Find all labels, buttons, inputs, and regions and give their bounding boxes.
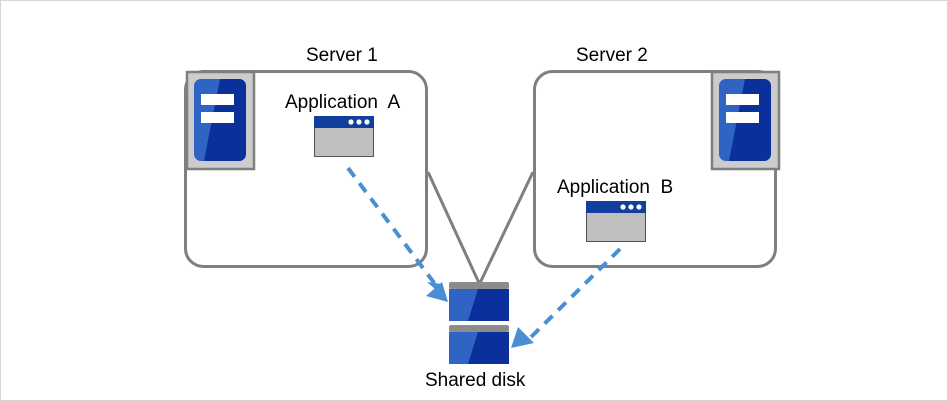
shared-disk-label: Shared disk (425, 370, 526, 391)
dataflow-arrow-app-a-to-disk (346, 166, 448, 302)
server-icon (185, 70, 256, 171)
disk-stack-icon (449, 282, 509, 364)
server-icon (710, 70, 781, 171)
connector-server2-disk (478, 171, 535, 284)
application-window-icon (314, 116, 374, 157)
server2-title: Server 2 (576, 45, 648, 66)
application-b-label: Application B (557, 177, 674, 198)
server1-title: Server 1 (306, 45, 378, 66)
application-a-label: Application A (285, 92, 401, 113)
application-window-icon (586, 201, 646, 242)
connector-server1-disk (426, 171, 481, 284)
dataflow-arrow-app-b-to-disk (511, 247, 622, 348)
